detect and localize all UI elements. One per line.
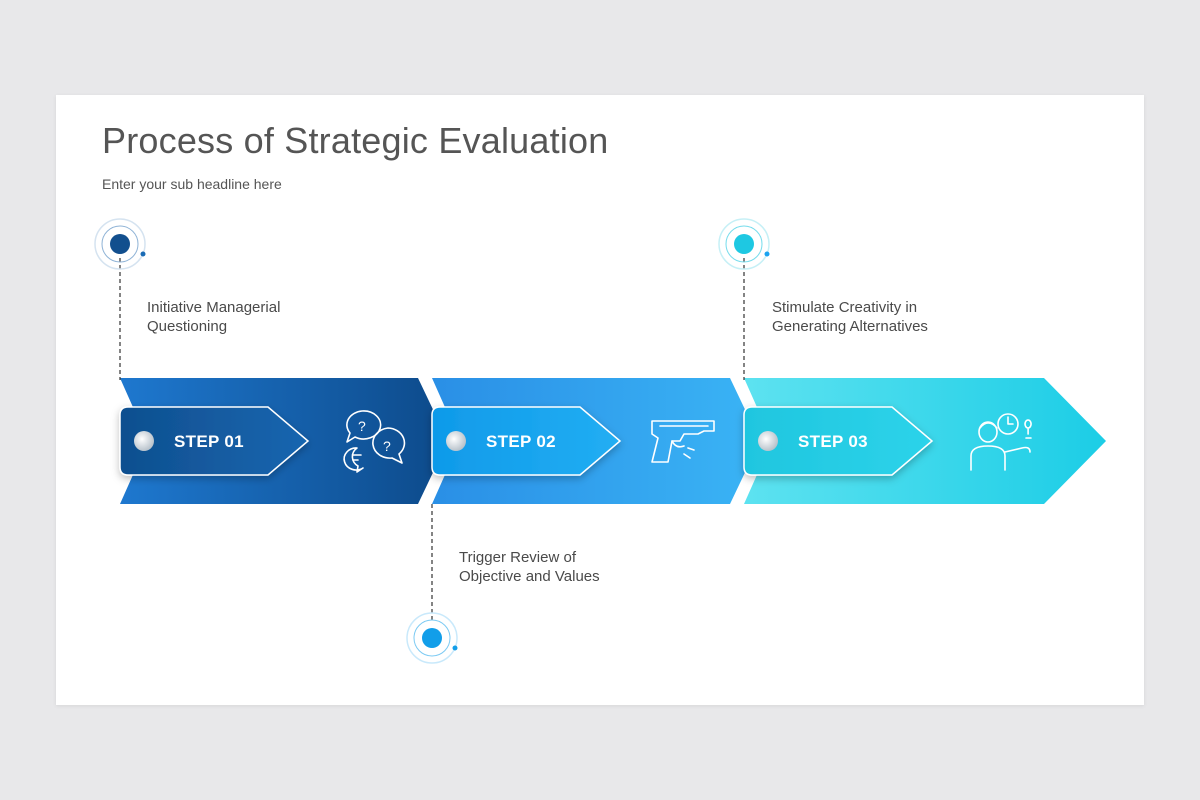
step-02-marker <box>406 612 458 664</box>
step-03-description-line2: Generating Alternatives <box>772 318 928 335</box>
step-03-tab <box>743 406 934 476</box>
step-02-knob-icon <box>446 431 466 451</box>
gun-icon <box>651 420 715 463</box>
step-01-tab <box>119 406 310 476</box>
person-idea-icon <box>970 413 1032 471</box>
step-01-description-line1: Initiative Managerial <box>147 299 281 316</box>
svg-text:?: ? <box>383 438 391 454</box>
chat-question-icon: ? ? <box>343 410 406 473</box>
step-02-description-line2: Objective and Values <box>459 568 600 585</box>
step-02-label: STEP 02 <box>486 432 556 451</box>
step-01-marker <box>94 218 146 270</box>
step-03-description-line1: Stimulate Creativity in <box>772 299 918 316</box>
step-02-tab <box>431 406 622 476</box>
step-03-knob-icon <box>758 431 778 451</box>
step-03-marker <box>718 218 770 270</box>
slide-subtitle: Enter your sub headline here <box>102 176 282 192</box>
step-01-description-line2: Questioning <box>147 318 228 335</box>
svg-text:?: ? <box>358 418 366 434</box>
step-02-description-line1: Trigger Review of <box>459 549 576 566</box>
step-03-description: Stimulate Creativity in Generating Alter… <box>772 298 972 336</box>
step-01-description: Initiative Managerial Questioning <box>147 298 347 336</box>
slide-title: Process of Strategic Evaluation <box>102 120 609 161</box>
step-03-label: STEP 03 <box>798 432 868 451</box>
step-02-description: Trigger Review of Objective and Values <box>459 548 659 586</box>
step-01-label: STEP 01 <box>174 432 244 451</box>
step-01-knob-icon <box>134 431 154 451</box>
